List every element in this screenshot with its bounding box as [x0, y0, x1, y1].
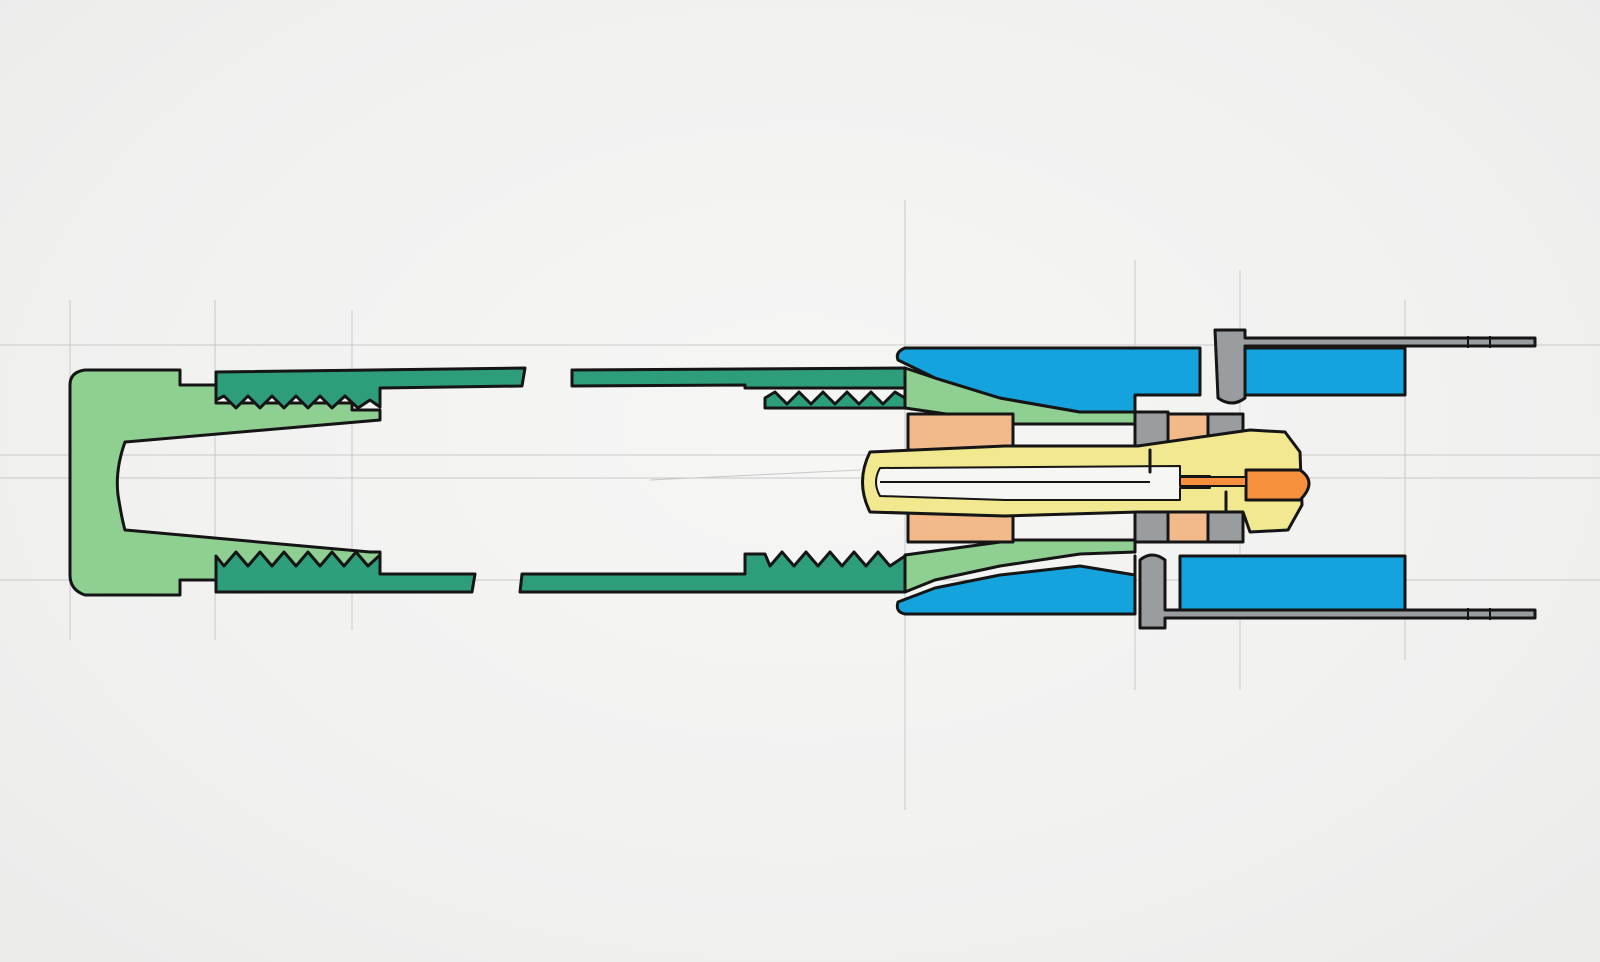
outer-shell-upper	[895, 346, 1202, 414]
spacer-lower-a	[1133, 510, 1170, 544]
rod-tick-marks	[1467, 336, 1491, 620]
threaded-barrel-upper-right	[570, 366, 907, 410]
bushing-upper-left	[906, 412, 1015, 452]
spacer-lower-b	[1206, 510, 1245, 544]
outer-shell-lower	[895, 554, 1137, 616]
threaded-barrel-lower-left	[214, 550, 477, 594]
bushing-lower-mid	[1166, 510, 1210, 544]
clamp-rod-upper	[1213, 328, 1537, 405]
end-cap	[68, 368, 382, 597]
threaded-barrel-lower-right	[518, 550, 907, 594]
outer-shell-upper-right	[1243, 346, 1407, 397]
outer-shell-lower-right	[1178, 554, 1407, 616]
spacer-upper-a	[1133, 410, 1170, 448]
tip	[1244, 468, 1311, 502]
transition-collar-lower	[903, 538, 1137, 594]
threaded-barrel-upper-left	[214, 366, 527, 410]
construction-guides	[0, 200, 1600, 810]
tip-stem	[1179, 476, 1247, 487]
clamp-rod-lower	[1138, 553, 1537, 630]
